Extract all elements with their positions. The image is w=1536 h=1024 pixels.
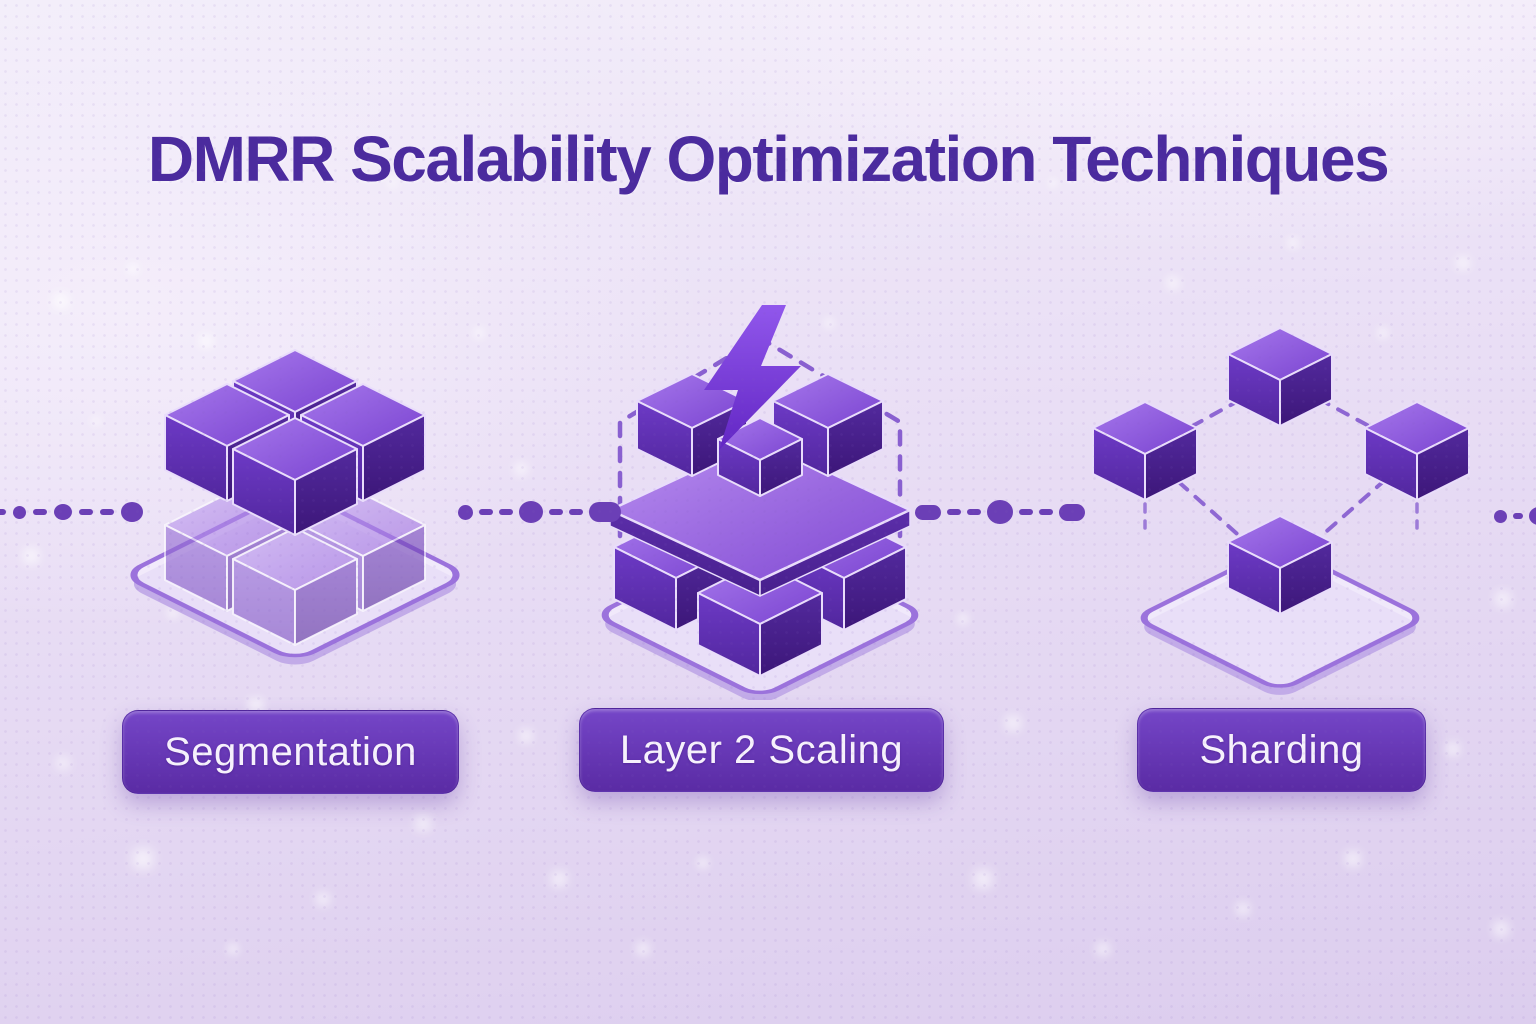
layer2-scaling-label-badge: Layer 2 Scaling: [579, 708, 944, 792]
segmented-cube-cluster-icon: [130, 349, 460, 665]
sharding-label-badge: Sharding: [1137, 708, 1426, 792]
bokeh-background-dots: [0, 0, 2, 2]
segmentation-label-badge: Segmentation: [122, 710, 459, 794]
layer2-slab: [608, 438, 912, 597]
connector-right-edge: [1494, 503, 1536, 529]
layer-stack-lightning-icon: [601, 305, 919, 700]
layer2-scaling-label-text: Layer 2 Scaling: [619, 727, 904, 772]
connector-layer2-shard: [915, 499, 1085, 525]
connector-seg-layer2: [458, 499, 621, 525]
segmentation-label-text: Segmentation: [164, 729, 417, 774]
sharding-label-text: Sharding: [1199, 727, 1364, 772]
segmentation-top-cubes: [164, 349, 426, 536]
distributed-cubes-icon: [1092, 327, 1470, 695]
lightning-icon: [704, 305, 801, 450]
sharding-platform: [1140, 548, 1420, 695]
page-title: DMRR Scalability Optimization Techniques: [147, 123, 1390, 195]
shard-cubes: [1092, 327, 1470, 615]
connector-left-edge: [0, 499, 143, 525]
